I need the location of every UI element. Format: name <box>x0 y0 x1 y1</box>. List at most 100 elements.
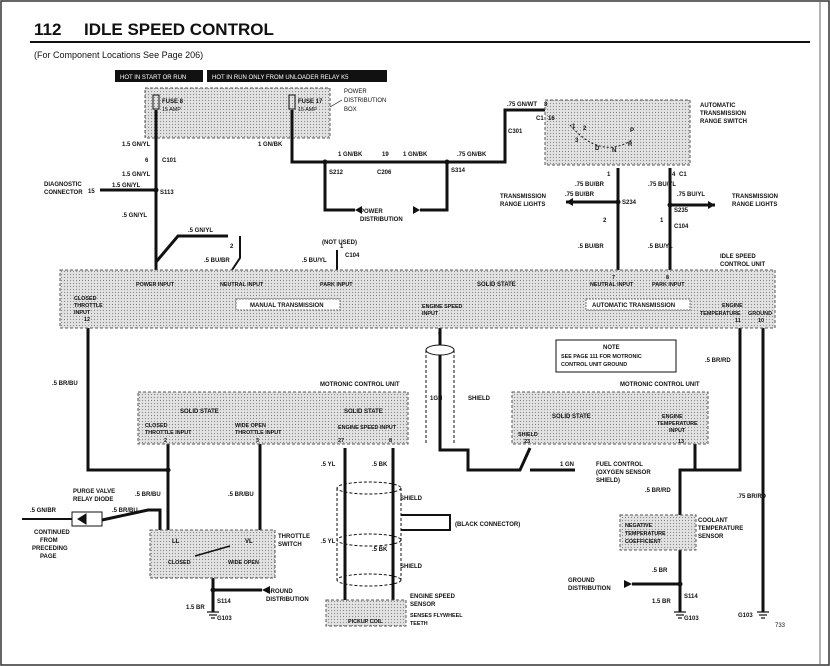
fuse-8-label: FUSE 8 <box>162 99 184 105</box>
svg-text:2: 2 <box>230 244 234 250</box>
svg-text:IDLE SPEED: IDLE SPEED <box>720 254 756 260</box>
svg-text:1GN: 1GN <box>430 396 442 402</box>
svg-text:RANGE LIGHTS: RANGE LIGHTS <box>500 202 545 208</box>
svg-text:THROTTLE INPUT: THROTTLE INPUT <box>235 430 282 436</box>
svg-text:.75 GN/BK: .75 GN/BK <box>457 152 487 158</box>
svg-text:.5 BK: .5 BK <box>372 547 388 553</box>
svg-text:11: 11 <box>735 318 741 324</box>
fuse-17-label: FUSE 17 <box>298 99 323 105</box>
svg-text:.5 BU/BR: .5 BU/BR <box>578 244 604 250</box>
svg-text:.75 GN/WT: .75 GN/WT <box>507 102 537 108</box>
svg-text:MOTRONIC CONTROL UNIT: MOTRONIC CONTROL UNIT <box>620 382 700 388</box>
svg-text:ENGINE: ENGINE <box>722 303 743 309</box>
svg-text:CONNECTOR: CONNECTOR <box>44 190 83 196</box>
svg-text:S212: S212 <box>329 170 344 176</box>
svg-text:C1: C1 <box>536 116 544 122</box>
svg-text:R: R <box>628 142 633 148</box>
svg-text:.75 BU/BR: .75 BU/BR <box>575 182 605 188</box>
svg-text:SHIELD: SHIELD <box>518 432 538 438</box>
svg-text:D: D <box>595 146 600 152</box>
svg-text:RANGE LIGHTS: RANGE LIGHTS <box>732 202 777 208</box>
svg-text:7: 7 <box>612 275 615 281</box>
svg-text:.5 BR/BU: .5 BR/BU <box>112 508 138 514</box>
svg-text:DISTRIBUTION: DISTRIBUTION <box>360 217 403 223</box>
svg-text:.5 YL: .5 YL <box>321 539 336 545</box>
svg-text:HOT IN START OR RUN: HOT IN START OR RUN <box>120 75 186 81</box>
svg-text:10: 10 <box>758 318 764 324</box>
svg-text:.5 BU/YL: .5 BU/YL <box>302 258 327 264</box>
note-box <box>555 339 677 373</box>
svg-text:CONTROL UNIT: CONTROL UNIT <box>720 262 766 268</box>
automatic-transmission-range-switch <box>544 99 691 166</box>
wire-traces <box>86 108 765 612</box>
svg-text:VL: VL <box>245 539 253 545</box>
splice-points <box>153 159 683 593</box>
svg-text:TRANSMISSION: TRANSMISSION <box>700 111 746 117</box>
ground-symbols <box>207 611 769 619</box>
svg-text:COOLANT: COOLANT <box>698 518 728 524</box>
svg-text:3: 3 <box>575 138 579 144</box>
svg-text:C101: C101 <box>162 158 177 164</box>
svg-text:S114: S114 <box>217 599 231 605</box>
motronic-control-unit-left <box>137 391 409 445</box>
svg-text:SHIELD: SHIELD <box>400 496 423 502</box>
svg-text:FROM: FROM <box>40 538 58 544</box>
power-distribution-box <box>144 87 331 139</box>
svg-text:POWER: POWER <box>344 89 367 95</box>
svg-text:1 GN: 1 GN <box>560 462 574 468</box>
fuse-17-symbol <box>288 94 296 110</box>
subtitle: (For Component Locations See Page 206) <box>34 50 203 60</box>
svg-text:.5 BR/BU: .5 BR/BU <box>135 492 161 498</box>
svg-text:THROTTLE INPUT: THROTTLE INPUT <box>145 430 192 436</box>
svg-text:.5 BR/RD: .5 BR/RD <box>645 488 671 494</box>
motronic-control-unit-right <box>511 391 709 445</box>
svg-text:BOX: BOX <box>344 107 357 113</box>
svg-text:SENSES FLYWHEEL: SENSES FLYWHEEL <box>410 613 463 619</box>
svg-text:19: 19 <box>382 152 389 158</box>
svg-text:S113: S113 <box>160 190 174 196</box>
banner-start-run <box>115 70 203 82</box>
svg-text:NEUTRAL INPUT: NEUTRAL INPUT <box>590 282 634 288</box>
svg-text:.5 BU/YL: .5 BU/YL <box>648 244 673 250</box>
svg-text:LL: LL <box>172 539 180 545</box>
svg-text:RANGE SWITCH: RANGE SWITCH <box>700 119 747 125</box>
svg-text:S314: S314 <box>451 168 466 174</box>
svg-text:(BLACK CONNECTOR): (BLACK CONNECTOR) <box>455 522 520 528</box>
svg-text:SENSOR: SENSOR <box>698 534 724 540</box>
svg-text:15 AMP: 15 AMP <box>162 107 181 113</box>
svg-text:9: 9 <box>438 332 442 338</box>
purge-valve-relay-diode <box>71 511 103 527</box>
svg-text:INPUT: INPUT <box>74 310 91 316</box>
svg-text:ENGINE SPEED INPUT: ENGINE SPEED INPUT <box>338 425 397 431</box>
svg-text:.5 BR/BU: .5 BR/BU <box>228 492 254 498</box>
coolant-temperature-sensor <box>619 514 697 551</box>
svg-text:3: 3 <box>256 438 259 444</box>
svg-text:1 GN/BK: 1 GN/BK <box>258 142 283 148</box>
svg-text:NEGATIVE: NEGATIVE <box>625 523 653 529</box>
svg-text:G103: G103 <box>738 613 753 619</box>
svg-text:CLOSED: CLOSED <box>145 423 168 429</box>
svg-text:AUTOMATIC: AUTOMATIC <box>700 103 736 109</box>
svg-text:2: 2 <box>603 218 607 224</box>
svg-text:C104: C104 <box>345 253 360 259</box>
svg-text:SOLID STATE: SOLID STATE <box>344 409 383 415</box>
svg-text:C206: C206 <box>377 170 392 176</box>
svg-text:1.5 BR: 1.5 BR <box>186 605 205 611</box>
svg-text:PRECEDING: PRECEDING <box>32 546 68 552</box>
svg-text:1: 1 <box>340 244 344 250</box>
svg-text:1.5 GN/YL: 1.5 GN/YL <box>122 172 151 178</box>
svg-text:TEMPERATURE: TEMPERATURE <box>698 526 743 532</box>
wire-labels: 1.5 GN/YL 6 C101 1.5 GN/YL 1.5 GN/YL 15 … <box>30 102 786 629</box>
svg-text:1: 1 <box>572 124 576 130</box>
svg-text:SOLID STATE: SOLID STATE <box>552 414 591 420</box>
svg-text:1.5 BR: 1.5 BR <box>652 599 671 605</box>
svg-text:12: 12 <box>84 317 90 323</box>
svg-text:TRANSMISSION: TRANSMISSION <box>732 194 778 200</box>
svg-text:GROUND: GROUND <box>266 589 293 595</box>
svg-text:(OXYGEN SENSOR: (OXYGEN SENSOR <box>596 470 651 476</box>
svg-text:8: 8 <box>389 438 392 444</box>
svg-text:GROUND: GROUND <box>568 578 595 584</box>
svg-text:P: P <box>630 128 634 134</box>
throttle-switch <box>149 529 276 579</box>
svg-text:ENGINE SPEED: ENGINE SPEED <box>410 594 456 600</box>
